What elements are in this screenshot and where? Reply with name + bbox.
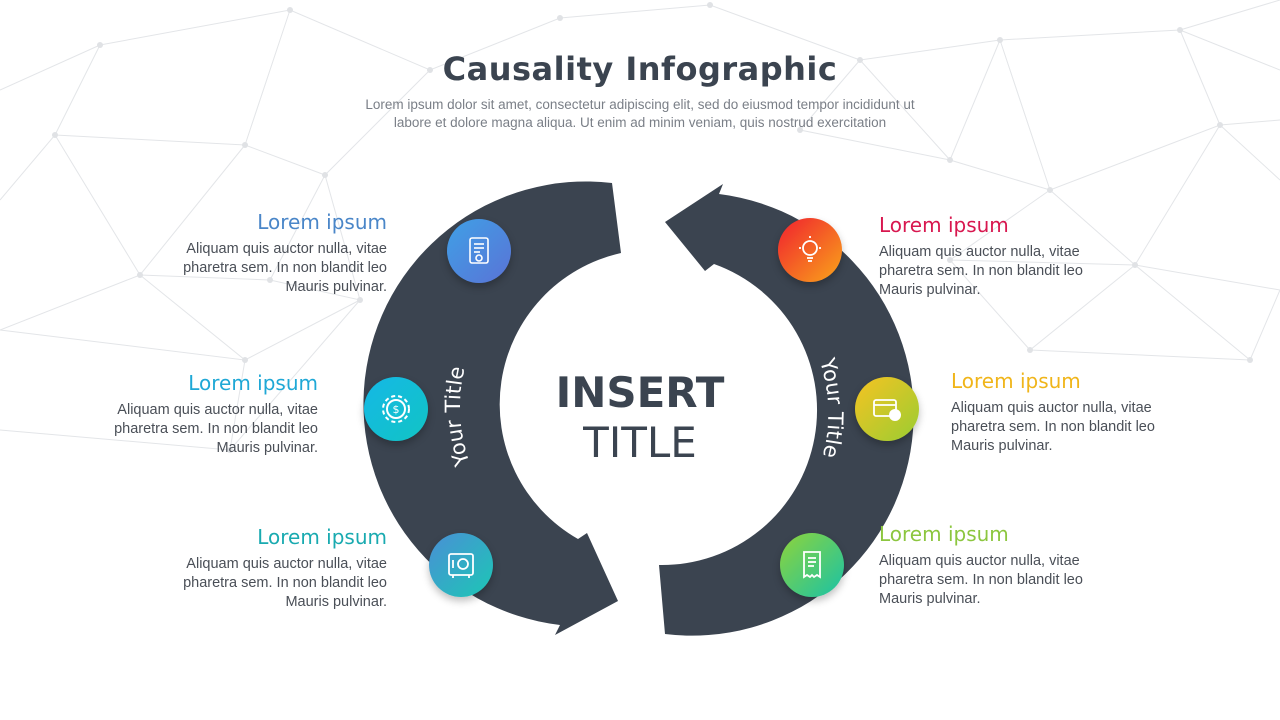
cause-item-3: Lorem ipsum Aliquam quis auctor nulla, v… [177, 525, 387, 612]
cause-item-2: Lorem ipsum Aliquam quis auctor nulla, v… [108, 371, 318, 458]
item-heading: Lorem ipsum [257, 525, 387, 549]
item-heading: Lorem ipsum [188, 371, 318, 395]
item-body: Aliquam quis auctor nulla, vitae pharetr… [879, 244, 1083, 298]
lightbulb-icon [778, 218, 842, 282]
center-title-line1: INSERT [555, 368, 725, 417]
effect-item-3: Lorem ipsum Aliquam quis auctor nulla, v… [879, 522, 1089, 609]
page-subtitle: Lorem ipsum dolor sit amet, consectetur … [365, 97, 915, 130]
item-heading: Lorem ipsum [951, 369, 1081, 393]
center-title-line2: TITLE [583, 418, 697, 467]
item-body: Aliquam quis auctor nulla, vitae pharetr… [114, 402, 318, 456]
right-cycle-arrow [659, 184, 914, 636]
page-title: Causality Infographic [442, 50, 838, 88]
item-body: Aliquam quis auctor nulla, vitae pharetr… [951, 400, 1155, 454]
item-heading: Lorem ipsum [879, 522, 1009, 546]
gear-dollar-icon: $ [364, 377, 428, 441]
center-title: INSERT TITLE [530, 368, 750, 468]
item-heading: Lorem ipsum [257, 210, 387, 234]
effect-item-1: Lorem ipsum Aliquam quis auctor nulla, v… [879, 213, 1089, 300]
effect-item-2: Lorem ipsum Aliquam quis auctor nulla, v… [951, 369, 1161, 456]
safe-icon [429, 533, 493, 597]
item-body: Aliquam quis auctor nulla, vitae pharetr… [183, 556, 387, 610]
receipt-icon [780, 533, 844, 597]
item-heading: Lorem ipsum [879, 213, 1009, 237]
document-dollar-icon [447, 219, 511, 283]
left-cycle-arrow [363, 181, 621, 635]
item-body: Aliquam quis auctor nulla, vitae pharetr… [879, 553, 1083, 607]
svg-text:$: $ [393, 403, 400, 416]
cause-item-1: Lorem ipsum Aliquam quis auctor nulla, v… [177, 210, 387, 297]
item-body: Aliquam quis auctor nulla, vitae pharetr… [183, 241, 387, 295]
credit-card-icon [855, 377, 919, 441]
